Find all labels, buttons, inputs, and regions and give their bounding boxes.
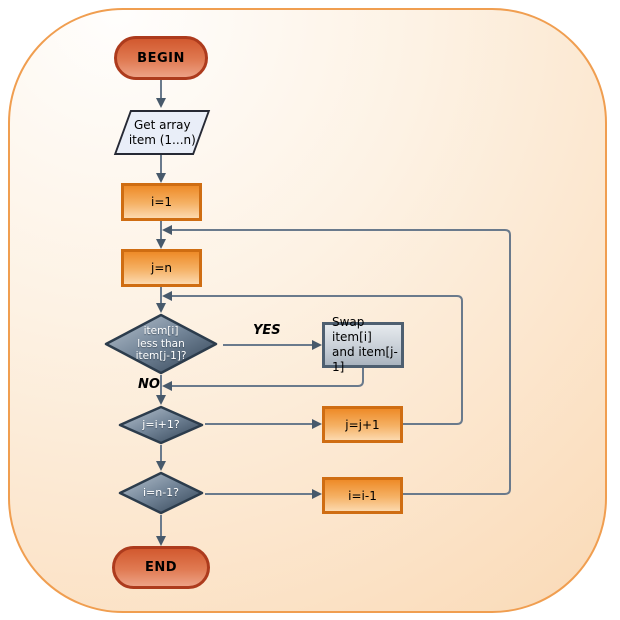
arrowhead-right-swap: [312, 340, 322, 350]
edge-dec-i-loop: [172, 229, 511, 495]
node-dec-i-label: i=i-1: [348, 488, 377, 503]
node-init-j-label: j=n: [151, 261, 172, 275]
node-check-j-decision: j=i+1?: [117, 405, 205, 445]
node-end-label: END: [144, 560, 178, 575]
node-get-array-input: Get array item (1...n): [113, 110, 211, 155]
node-init-i: i=1: [121, 183, 202, 221]
edge-label-no: NO: [138, 377, 160, 392]
arrowhead-down-check-i: [156, 461, 166, 471]
arrowhead-down-check-j: [156, 395, 166, 405]
node-check-i-decision: i=n-1?: [117, 471, 205, 515]
node-check-j-label: j=i+1?: [142, 417, 180, 431]
node-end: END: [112, 546, 210, 589]
edge-inc-j-loop: [172, 295, 463, 425]
arrowhead-down-init-j: [156, 239, 166, 249]
arrowhead-left-dec-i-loop: [162, 225, 172, 235]
arrowhead-left-inc-j-loop: [162, 291, 172, 301]
edge-swap-return: [172, 368, 364, 387]
node-inc-j-label: j=j+1: [345, 417, 380, 432]
node-get-array-label: Get array item (1...n): [128, 117, 196, 147]
node-inc-j: j=j+1: [322, 406, 403, 443]
arrowhead-down-input: [156, 98, 166, 108]
node-begin-label: BEGIN: [137, 50, 185, 66]
arrowhead-left-swap-return: [162, 381, 172, 391]
diamond-shape-check-i: [118, 471, 204, 515]
node-dec-i: i=i-1: [322, 477, 403, 514]
node-compare-decision: item[i] less than item[j-1]?: [103, 313, 219, 375]
edge-label-yes: YES: [253, 323, 281, 338]
arrowhead-down-end: [156, 536, 166, 546]
node-check-i-label: i=n-1?: [142, 485, 180, 499]
diamond-shape-compare: [104, 313, 218, 375]
node-swap: Swap item[i] and item[j-1]: [322, 315, 404, 374]
node-begin: BEGIN: [114, 36, 208, 80]
arrowhead-down-compare: [156, 303, 166, 313]
node-compare-label: item[i] less than item[j-1]?: [135, 325, 187, 363]
arrowhead-right-dec-i: [312, 489, 322, 499]
arrowhead-down-init-i: [156, 173, 166, 183]
rounded-background-frame: [8, 8, 607, 613]
node-init-i-label: i=1: [150, 195, 173, 209]
node-init-j: j=n: [121, 249, 202, 287]
diamond-shape-check-j: [118, 405, 204, 445]
node-swap-label: Swap item[i] and item[j-1]: [332, 315, 398, 374]
arrowhead-right-inc-j: [312, 419, 322, 429]
